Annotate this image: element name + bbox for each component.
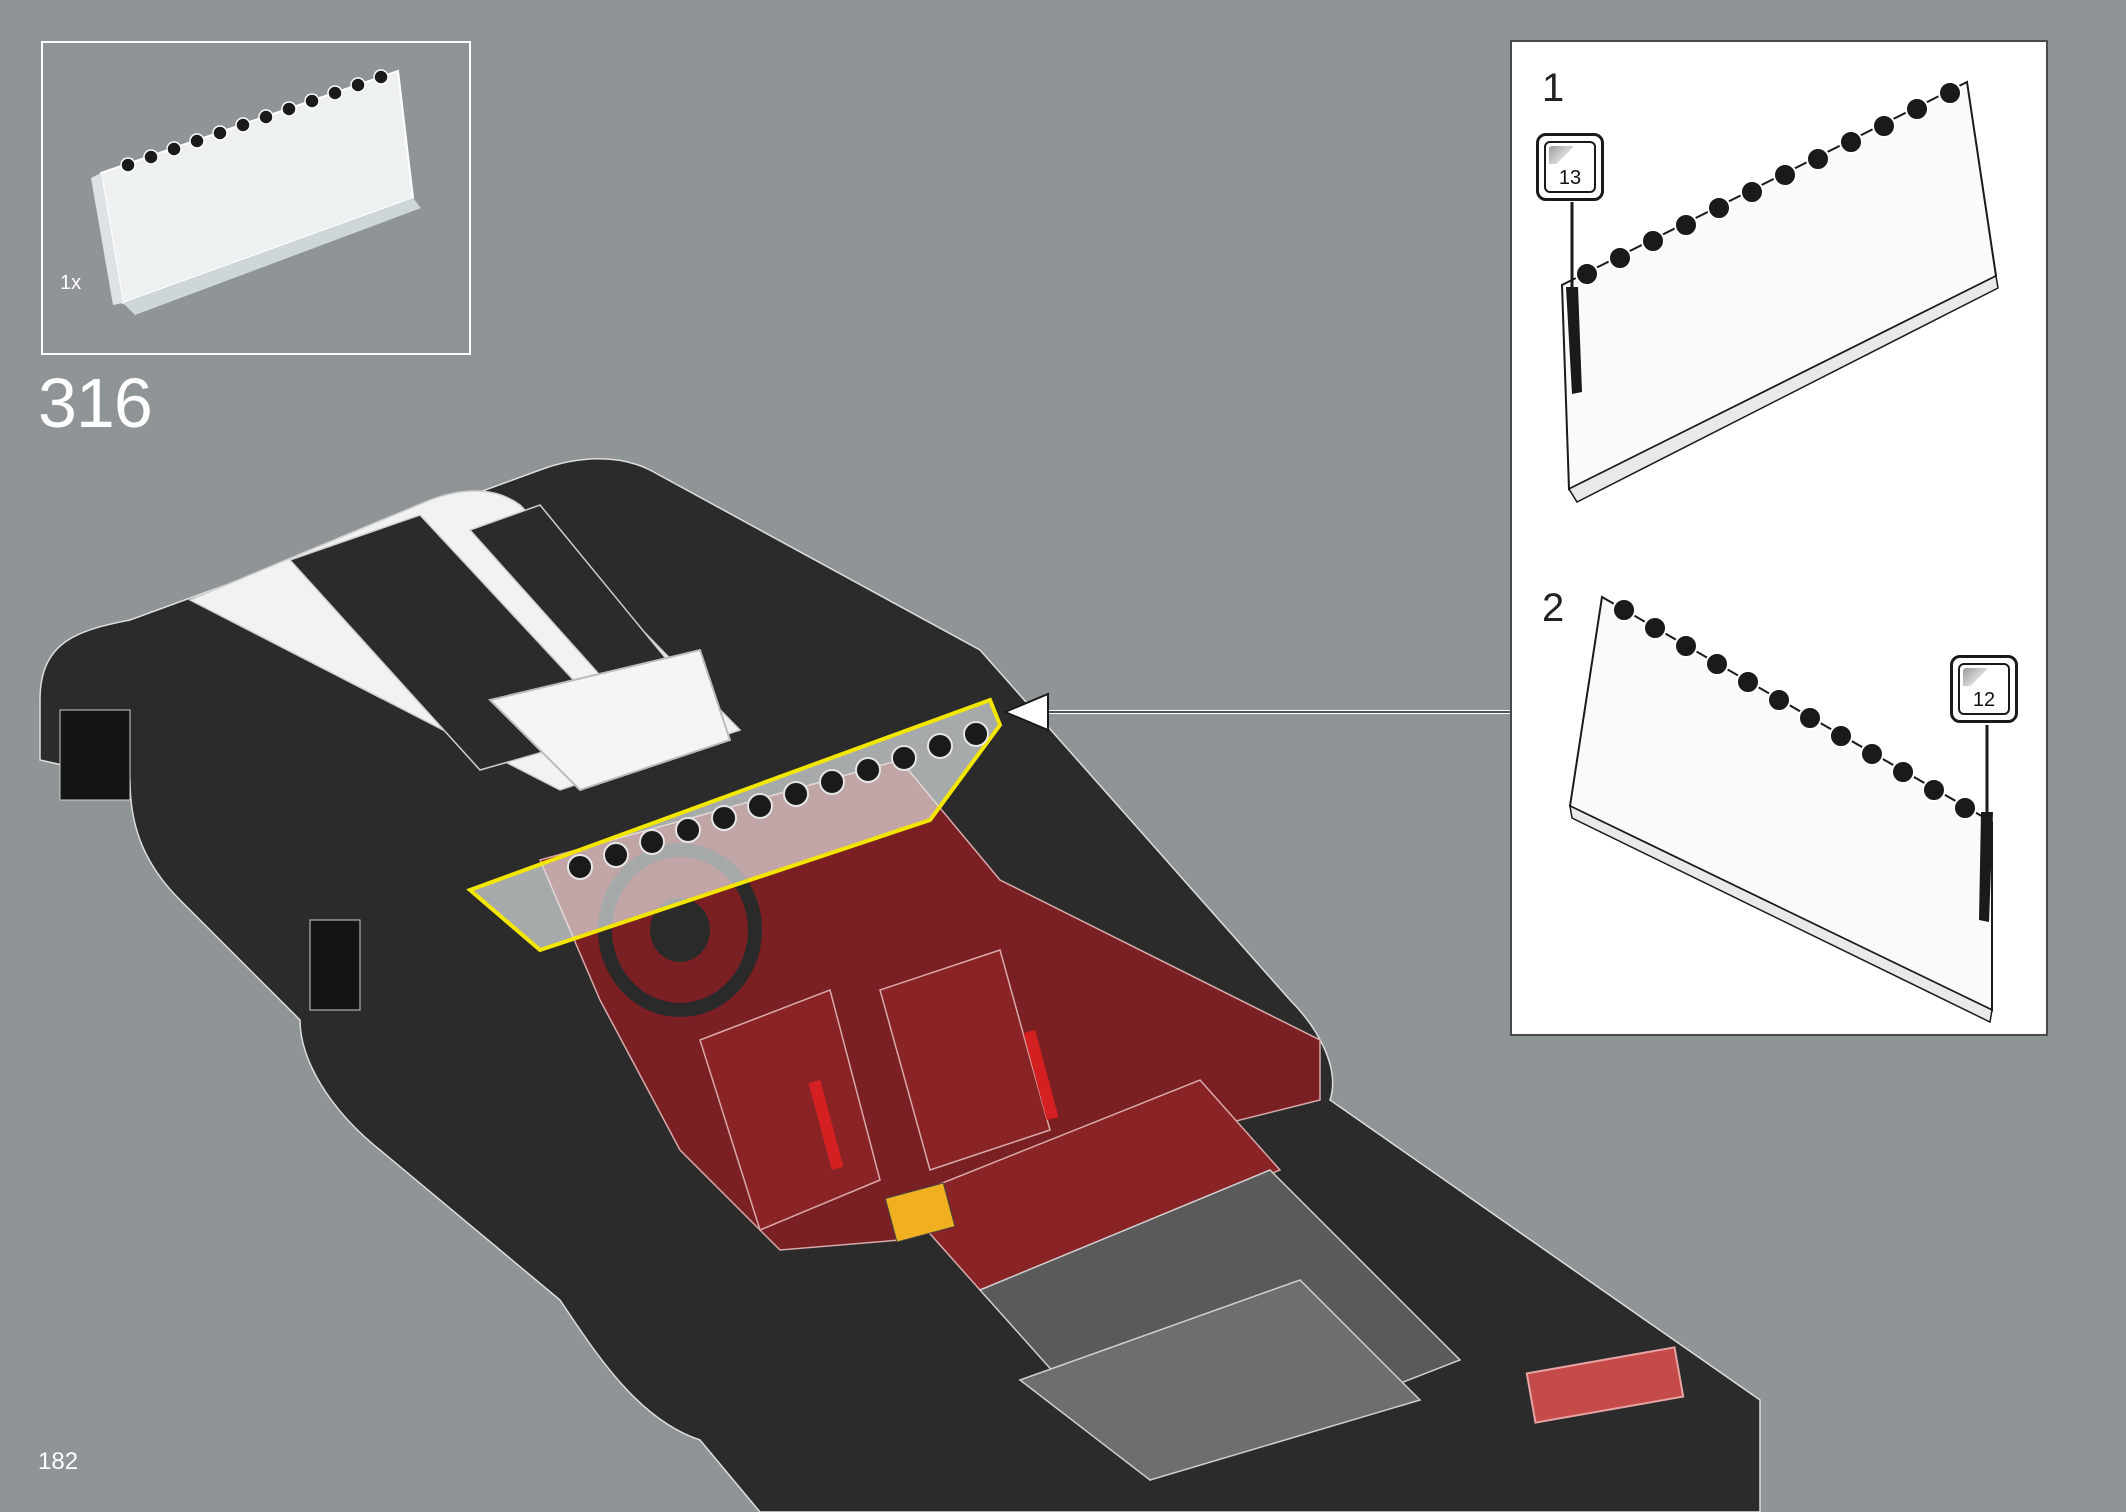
substep-1-label: 1	[1542, 66, 1565, 110]
sticker-curl-icon	[1549, 146, 1573, 164]
windshield-part-image	[91, 69, 421, 315]
car-trunk	[978, 1169, 1685, 1481]
substep-1-windshield	[1560, 80, 1999, 503]
windshield-studs	[567, 721, 989, 880]
step-number: 316	[38, 364, 153, 442]
sticker-number: 13	[1558, 167, 1582, 189]
sticker-badge-13: 13	[1536, 133, 1604, 201]
sticker-curl-icon	[1963, 668, 1987, 686]
sticker-badge-12: 12	[1950, 655, 2018, 723]
substep-2-windshield	[1568, 595, 1993, 1024]
substep-illustrations	[1560, 80, 1999, 1024]
substep-2-label: 2	[1542, 586, 1565, 630]
sticker-number: 12	[1972, 689, 1996, 711]
substep-panel	[1510, 40, 2048, 1036]
callout-arrow	[1002, 692, 1510, 732]
parts-callout-box	[41, 41, 471, 355]
page-number: 182	[38, 1448, 79, 1475]
parts-quantity: 1x	[60, 272, 82, 294]
